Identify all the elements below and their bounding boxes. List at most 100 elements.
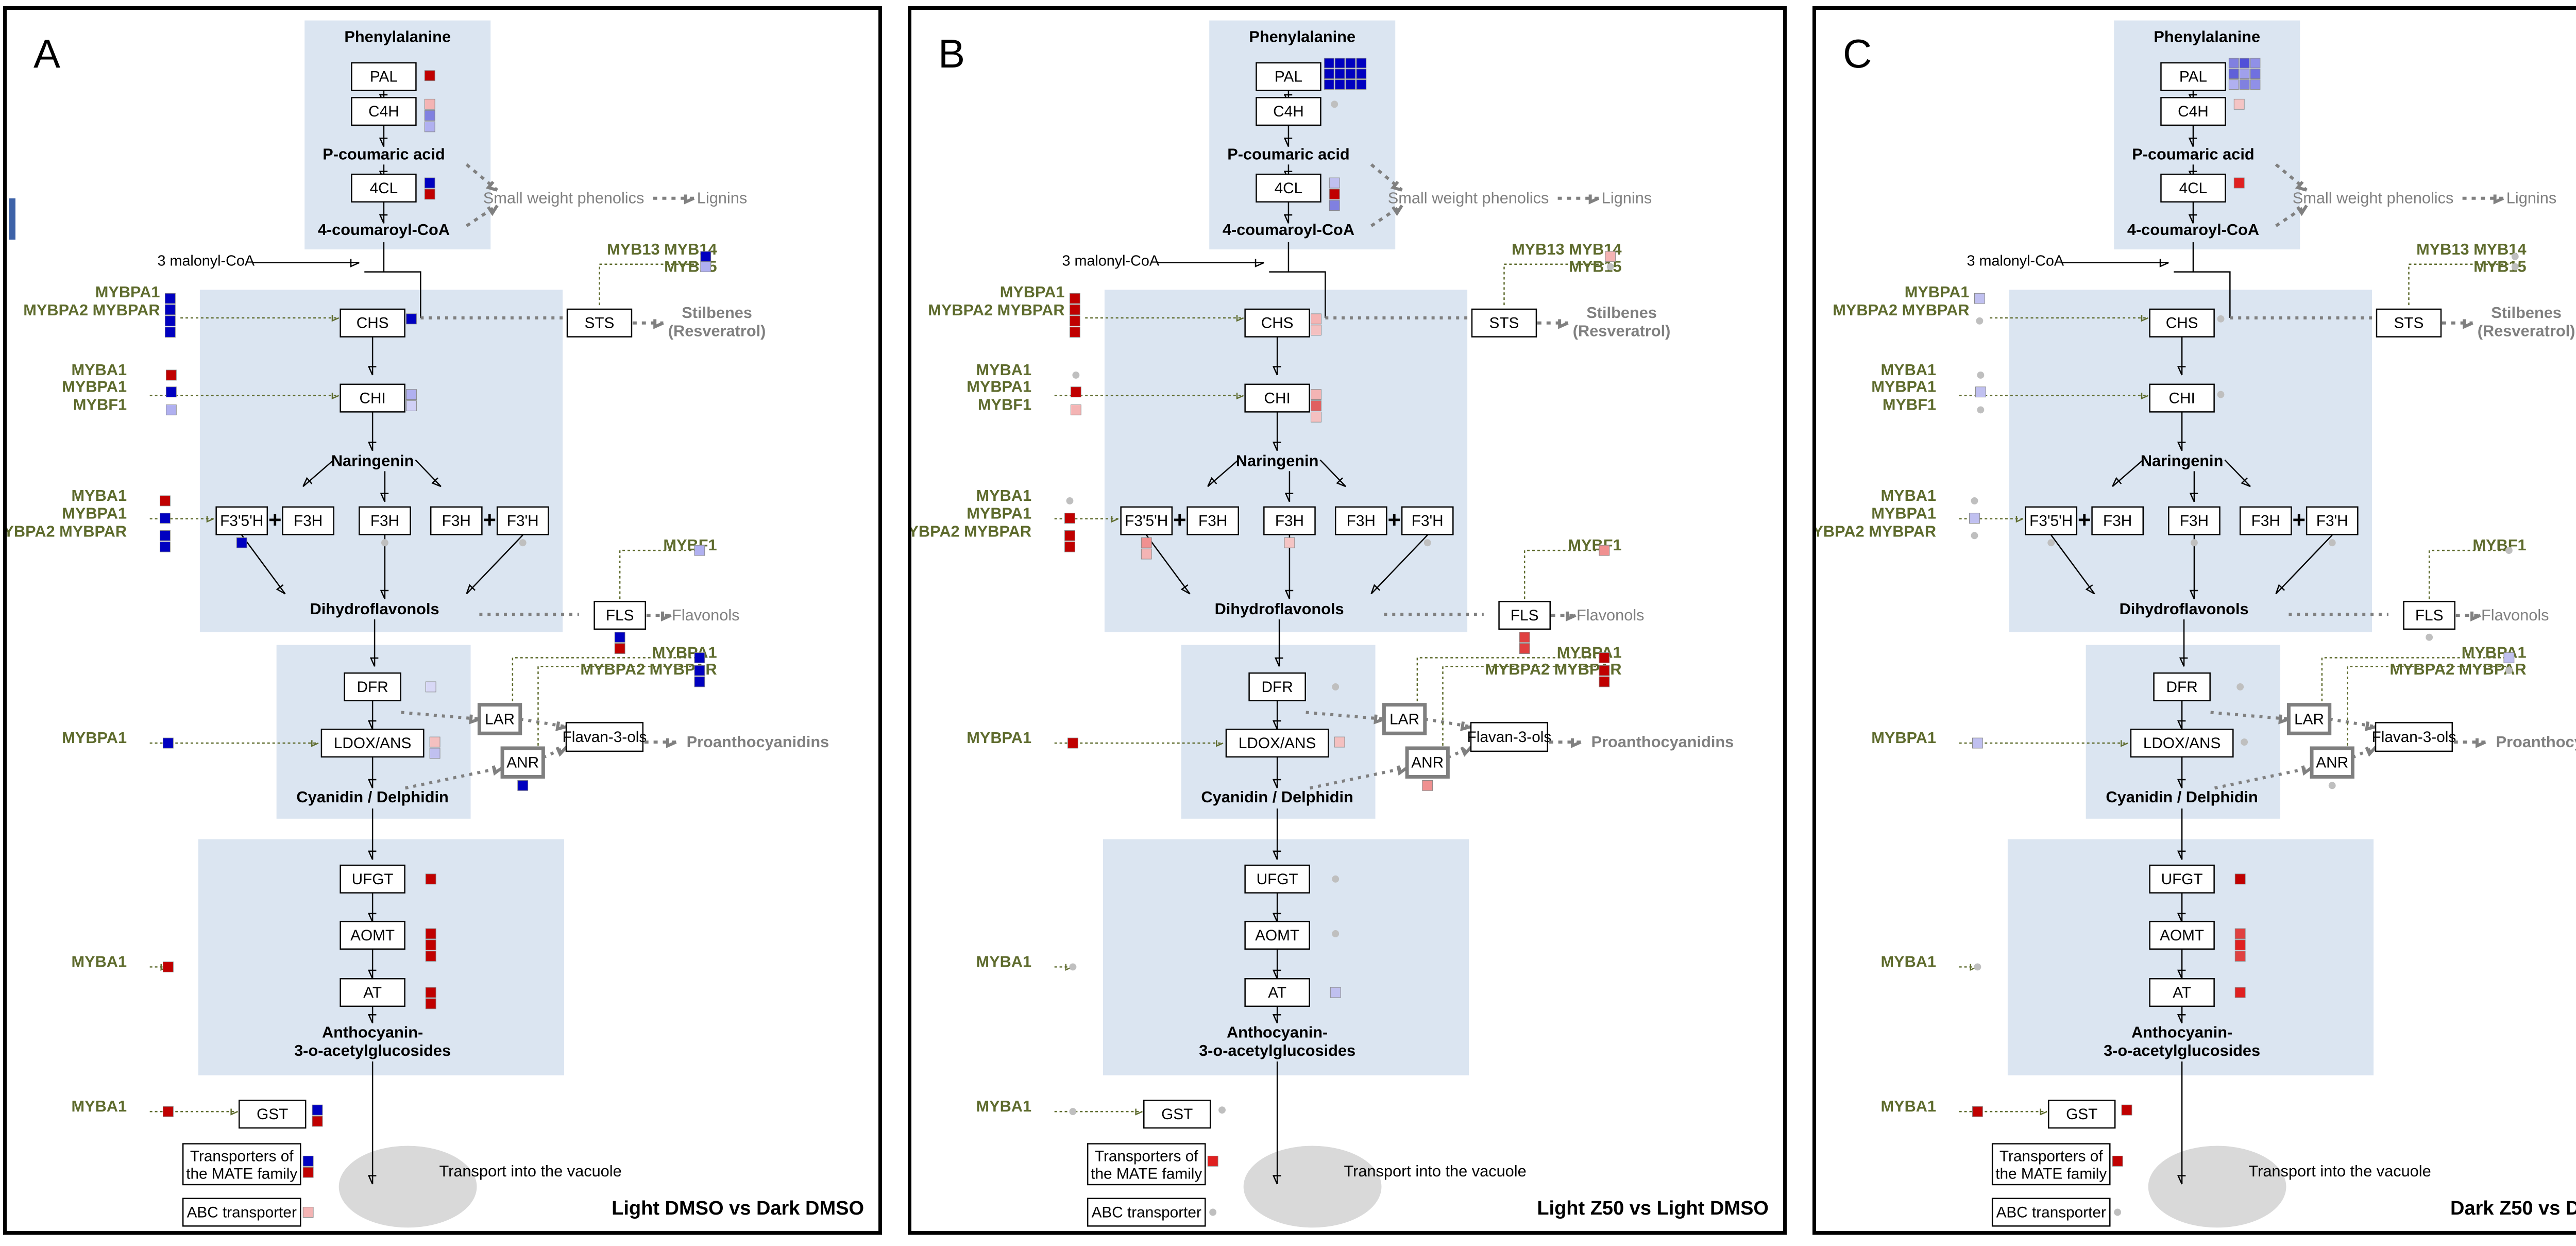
flavonoid-block — [1104, 290, 1468, 632]
lar-box — [1382, 703, 1427, 735]
expr-fls — [2426, 633, 2433, 641]
transport-vacuole-label: Transport into the vacuole — [439, 1162, 621, 1180]
ufgt-box-label: UFGT — [1257, 871, 1298, 888]
arrow-dhf-dfr-head — [2179, 657, 2188, 667]
tf-line-lar — [512, 657, 697, 704]
expr-aomt — [1332, 930, 1340, 937]
tf-myba1-label-4: MYBA1 — [71, 1097, 127, 1115]
expr-gst — [312, 1104, 323, 1116]
tf-arrow-chi-head — [331, 392, 340, 400]
arrow-4cl-head — [2188, 214, 2197, 224]
arrow-anr-flavan-head — [1460, 746, 1472, 757]
expr-chs — [406, 313, 417, 325]
sts-box — [2376, 308, 2442, 338]
expr-pal — [1356, 69, 1367, 79]
arrow-proantho-head — [1570, 738, 1582, 748]
gst-box — [239, 1100, 307, 1129]
tf-square-mybpa1-ldox — [162, 737, 174, 749]
abc-box-label: ABC transporter — [1092, 1204, 1201, 1221]
arrow-4cl-head — [379, 214, 388, 224]
expr-gst — [312, 1116, 323, 1127]
expr-4cl — [424, 177, 435, 189]
panel-letter: A — [33, 31, 61, 76]
tf-square-mybf1-fls — [694, 545, 705, 556]
arrow-f3ph-dhf — [1370, 534, 1428, 595]
arrow-phenolics — [1370, 163, 1403, 192]
f3h-box-label: F3H — [294, 513, 323, 530]
arrow-dfr-lar-head — [469, 714, 480, 725]
expr-fls — [1519, 632, 1530, 643]
tf-mybpa2-label-2: MYBPA2 MYBPAR — [911, 522, 1031, 540]
expr-ldox — [429, 748, 440, 759]
anthocyanin-label-2: 3-o-acetylglucosides — [294, 1041, 451, 1059]
expr-anr — [1422, 780, 1433, 791]
left-edge-marker — [9, 198, 15, 240]
proanthocyanidins-label: Proanthocyanidins — [1591, 733, 1734, 751]
mate-box — [182, 1143, 301, 1186]
arrow-4cl-head — [1283, 214, 1293, 224]
phenylalanine-block — [304, 20, 491, 249]
arrow-phenolics-head — [485, 180, 498, 192]
plus-sign-2: + — [2293, 508, 2306, 532]
ldox-box — [1225, 729, 1329, 758]
tf-square-mybpa1-lar — [694, 652, 705, 663]
aomt-box-label: AOMT — [2160, 927, 2204, 944]
arrow-phenolics-head — [2295, 180, 2307, 192]
arrow-cyan-anr — [404, 766, 503, 790]
arrow-phenolics — [465, 163, 499, 192]
tf-square-mybpa2-f3h — [160, 541, 171, 552]
lar-box — [2286, 703, 2332, 735]
arrow-cyan-anr — [1309, 766, 1408, 790]
expr-f35h — [2047, 539, 2055, 547]
aomt-box-label: AOMT — [350, 927, 395, 944]
tf-line-anr — [2347, 666, 2506, 747]
coumaroyl-label: 4-coumaroyl-CoA — [2127, 221, 2259, 239]
anr-box — [500, 746, 545, 779]
c4h-box — [2160, 97, 2226, 126]
dihydroflavonols-label: Dihydroflavonols — [2120, 600, 2249, 618]
flavan3ols-box — [565, 722, 644, 752]
anr-box — [1405, 746, 1450, 779]
expr-pal — [2250, 69, 2261, 79]
arrow-nar-f35h-head — [1207, 477, 1217, 487]
c4h-box — [1256, 97, 1321, 126]
abc-box-label: ABC transporter — [1996, 1204, 2106, 1221]
tf-square-myba1-f3h — [1971, 497, 1978, 504]
arrow-nar-f3ph-head — [1336, 477, 1346, 487]
expr-dfr — [2236, 683, 2244, 691]
lignins-label: Lignins — [1602, 189, 1652, 207]
resveratrol-label: (Resveratrol) — [668, 322, 766, 340]
panel-letter: C — [1843, 31, 1872, 76]
tf-square-mybf1 — [1977, 406, 1985, 414]
anthocyanin-label-2: 3-o-acetylglucosides — [2104, 1041, 2260, 1059]
tf-square-mybpa1 — [164, 293, 176, 304]
arrow-f3ph-dhf-head — [466, 584, 476, 594]
expr-pal — [1345, 79, 1356, 90]
f3h-box-3 — [1334, 506, 1387, 535]
panel-title: Dark Z50 vs Dark DMSO — [2450, 1198, 2576, 1219]
expr-chi — [1311, 389, 1321, 400]
chi-box — [2149, 383, 2215, 413]
phenylalanine-block — [2114, 20, 2300, 249]
arrow-f35h-dhf-head — [2085, 584, 2095, 595]
f3h-box-3-label: F3H — [2251, 513, 2280, 530]
tf-arrow-ldox-head — [311, 740, 319, 747]
flavan3ols-box-label: Flavan-3-ols — [2372, 729, 2456, 746]
chi-box-label: CHI — [1264, 390, 1290, 407]
expr-dfr — [1332, 683, 1340, 691]
transport-vacuole-label: Transport into the vacuole — [1344, 1162, 1526, 1180]
arrow-nar-f35h — [1207, 459, 1239, 487]
tf-arrow-chi-head — [1236, 392, 1244, 400]
arrow-lignins-head — [2493, 194, 2504, 205]
transport-vacuole-label: Transport into the vacuole — [2248, 1162, 2431, 1180]
flavonols-label: Flavonols — [2481, 606, 2549, 624]
arrow-cyan-ufgt-head — [2177, 850, 2186, 860]
arrow-dfr-ldox-head — [1272, 720, 1281, 730]
tf-square-mybpa2-f3h — [1971, 532, 1978, 540]
tf-mybf1-label: MYBF1 — [73, 395, 127, 413]
f35h-box-label: F3'5'H — [1125, 513, 1168, 530]
f3ph-box-label: F3'H — [507, 513, 539, 530]
flavan3ols-box — [2375, 722, 2453, 752]
malonyl-label: 3 malonyl-CoA — [1062, 253, 1160, 270]
gst-box-label: GST — [2066, 1106, 2097, 1123]
